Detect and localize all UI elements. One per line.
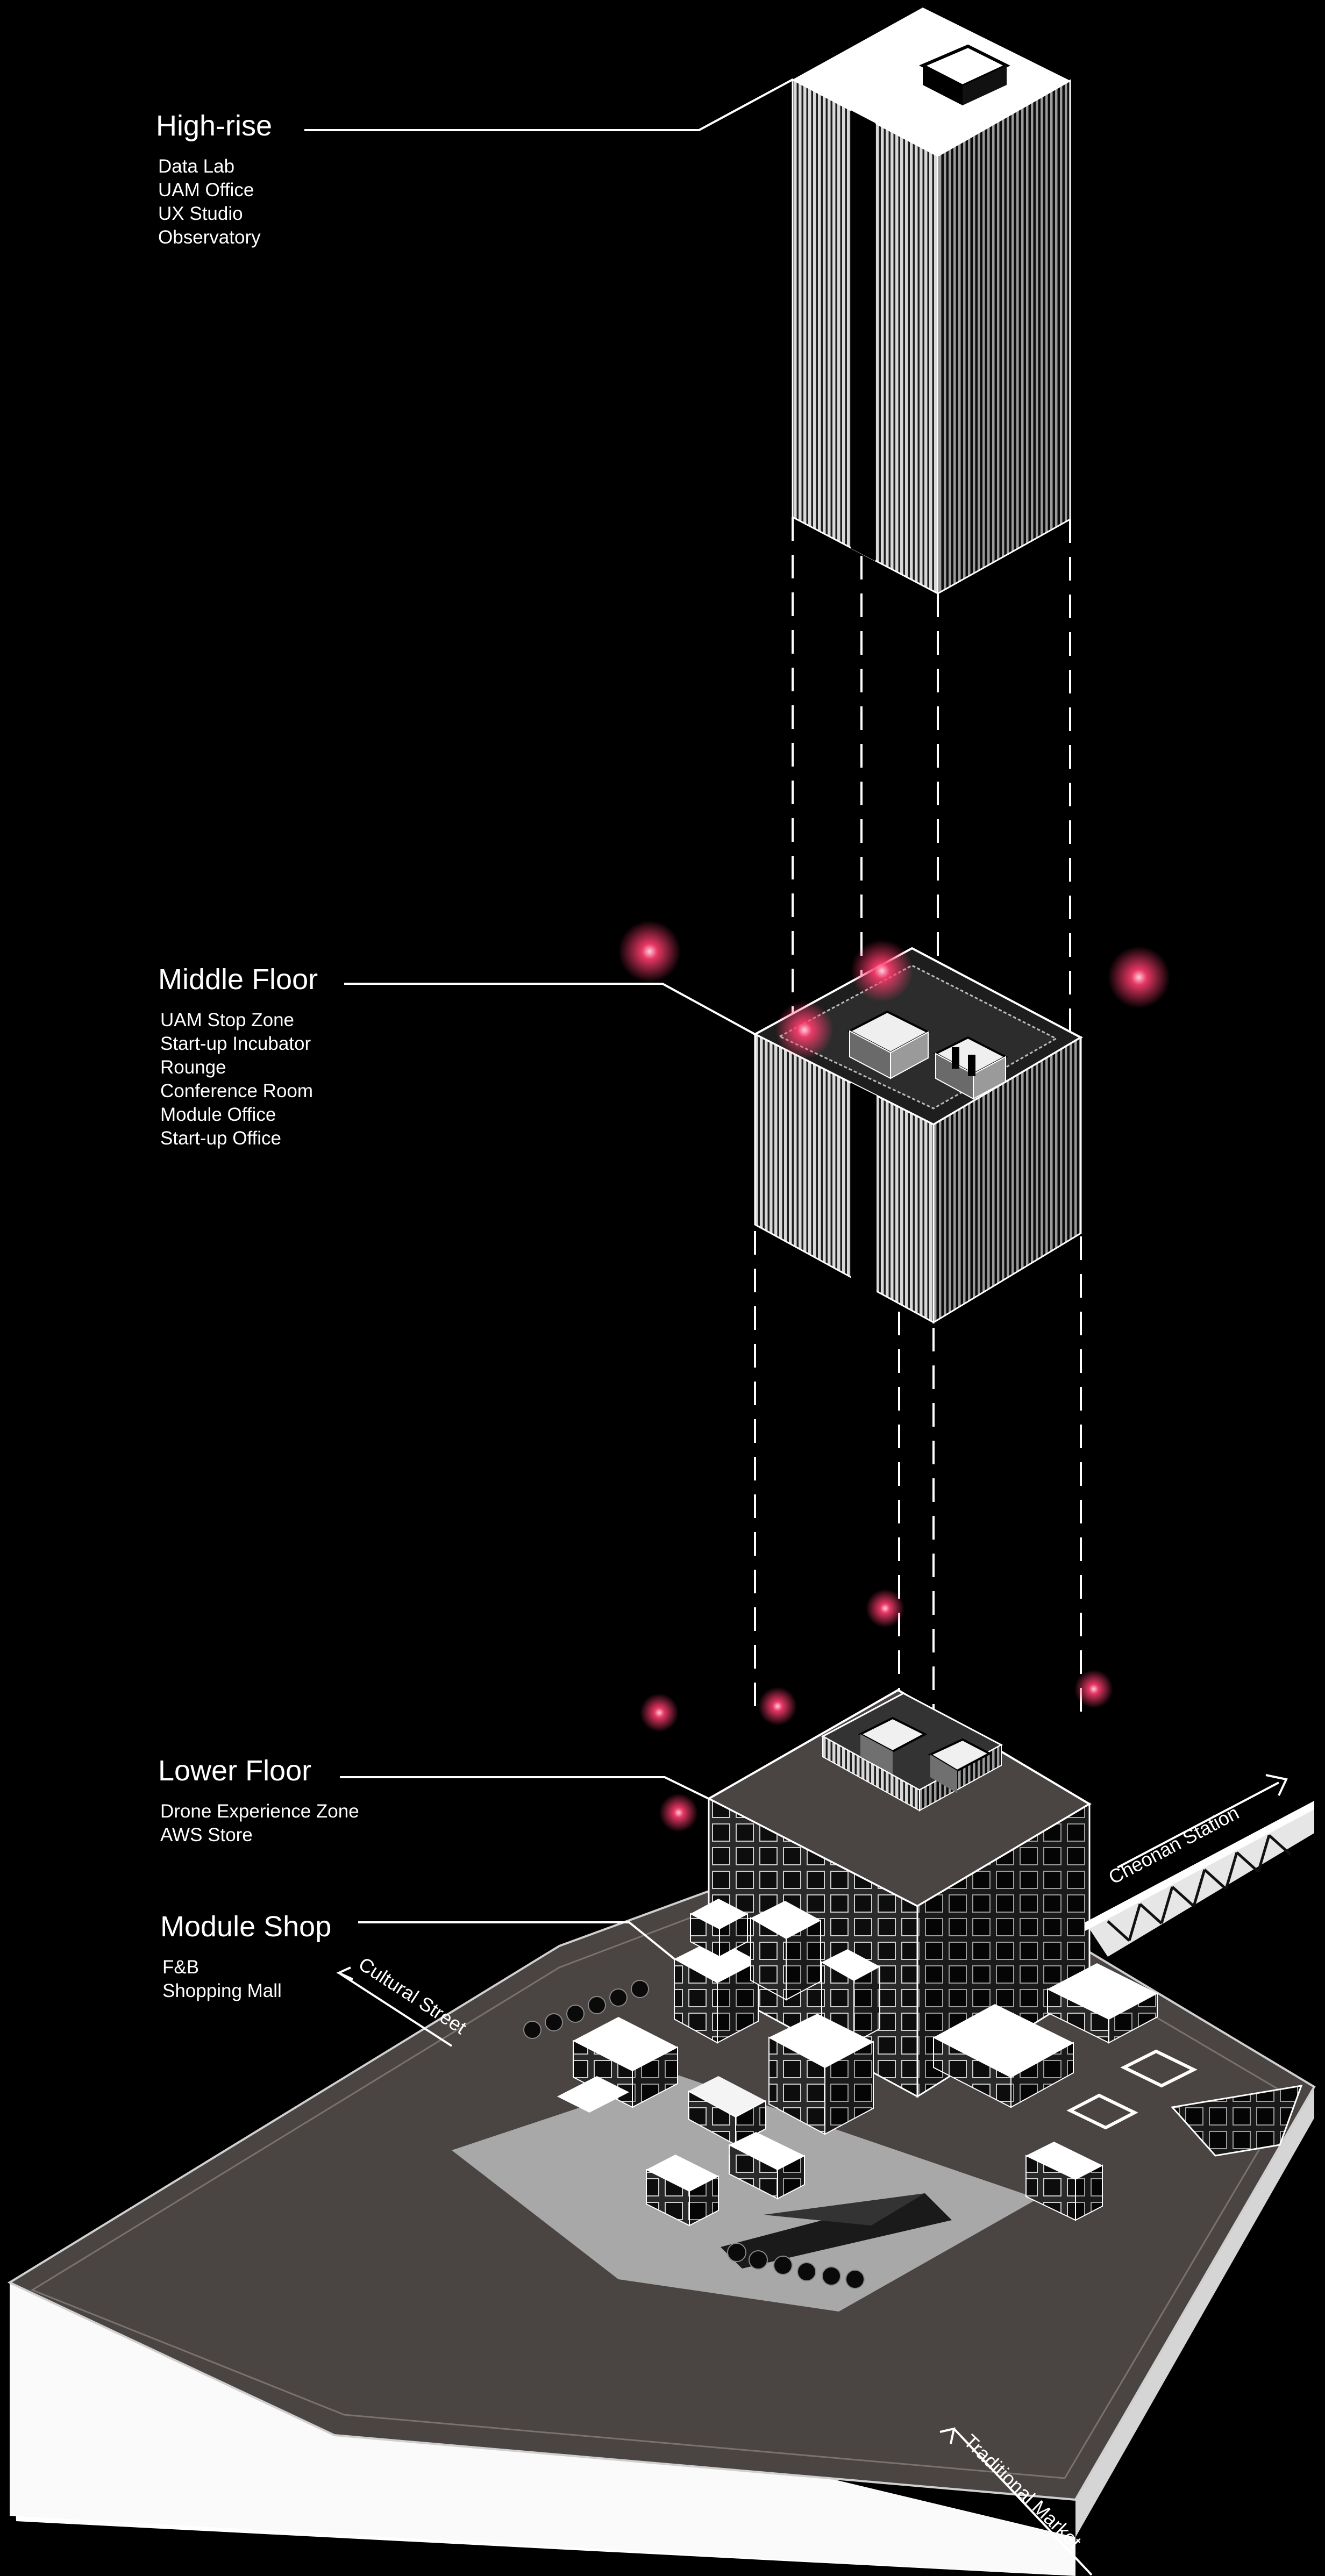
drones: [618, 920, 1170, 1832]
lower-rooftop-cage: [821, 1692, 1003, 1812]
module-shops: [557, 1899, 1303, 2227]
trees: [523, 1980, 865, 2289]
lower-floor-leader: [340, 1776, 709, 1800]
module-shop-program-list: F&B Shopping Mall: [162, 1956, 331, 2003]
middle-floor-label: Middle Floor UAM Stop Zone Start-up Incu…: [158, 962, 318, 1150]
module-shop-label: Module Shop F&B Shopping Mall: [160, 1909, 331, 2003]
plinth-right-face: [1075, 2087, 1314, 2537]
tower-right-face: [937, 79, 1071, 595]
program-item: UAM Office: [158, 180, 254, 201]
high-rise-title: High-rise: [156, 110, 273, 142]
program-item: Module Office: [160, 1104, 276, 1125]
drone-glow: [618, 920, 681, 983]
drone-glow: [851, 940, 913, 1002]
middle-floor-title: Middle Floor: [158, 963, 318, 996]
plaza-paving: [452, 2075, 1038, 2312]
middle-right-face: [932, 1036, 1082, 1324]
program-item: Conference Room: [160, 1081, 314, 1101]
program-item: Data Lab: [158, 156, 235, 177]
module-shop-leader: [358, 1921, 675, 1960]
lower-floor-program-list: Drone Experience Zone AWS Store: [160, 1800, 359, 1847]
middle-rooftop-rooms: [847, 1010, 1008, 1100]
middle-floor-block: [752, 947, 1084, 1324]
lower-floor-label: Lower Floor Drone Experience Zone AWS St…: [158, 1754, 359, 1847]
lower-floor-title: Lower Floor: [158, 1755, 312, 1787]
program-item: Start-up Incubator: [160, 1033, 311, 1054]
drone-glow: [775, 1001, 834, 1059]
high-rise-leader: [304, 78, 793, 131]
program-item: Rounge: [160, 1057, 226, 1078]
middle-floor-leader: [344, 983, 756, 1035]
alignment-lines-lower: [754, 1231, 1082, 1774]
drone-glow: [758, 1687, 797, 1726]
rooftop-box: [918, 44, 1010, 105]
drone-glow: [1074, 1670, 1113, 1708]
module-shop-title: Module Shop: [160, 1910, 332, 1943]
middle-floor-program-list: UAM Stop Zone Start-up Incubator Rounge …: [160, 1008, 318, 1150]
drone-glow: [1108, 946, 1170, 1008]
program-item: Shopping Mall: [162, 1980, 282, 2001]
program-item: Observatory: [158, 227, 261, 248]
high-rise-tower: [792, 8, 1071, 595]
program-item: Start-up Office: [160, 1128, 282, 1149]
program-item: F&B: [162, 1957, 200, 1978]
high-rise-program-list: Data Lab UAM Office UX Studio Observator…: [158, 155, 272, 249]
tower-recess-strip: [851, 110, 875, 561]
program-item: AWS Store: [160, 1824, 253, 1845]
program-item: UAM Stop Zone: [160, 1010, 294, 1031]
station-bridge: [1085, 1774, 1314, 1957]
program-item: UX Studio: [158, 203, 243, 224]
program-item: Drone Experience Zone: [160, 1801, 359, 1822]
high-rise-label: High-rise Data Lab UAM Office UX Studio …: [156, 109, 272, 249]
drone-glow: [659, 1793, 698, 1832]
drone-glow: [640, 1693, 679, 1732]
drone-glow: [866, 1589, 904, 1628]
